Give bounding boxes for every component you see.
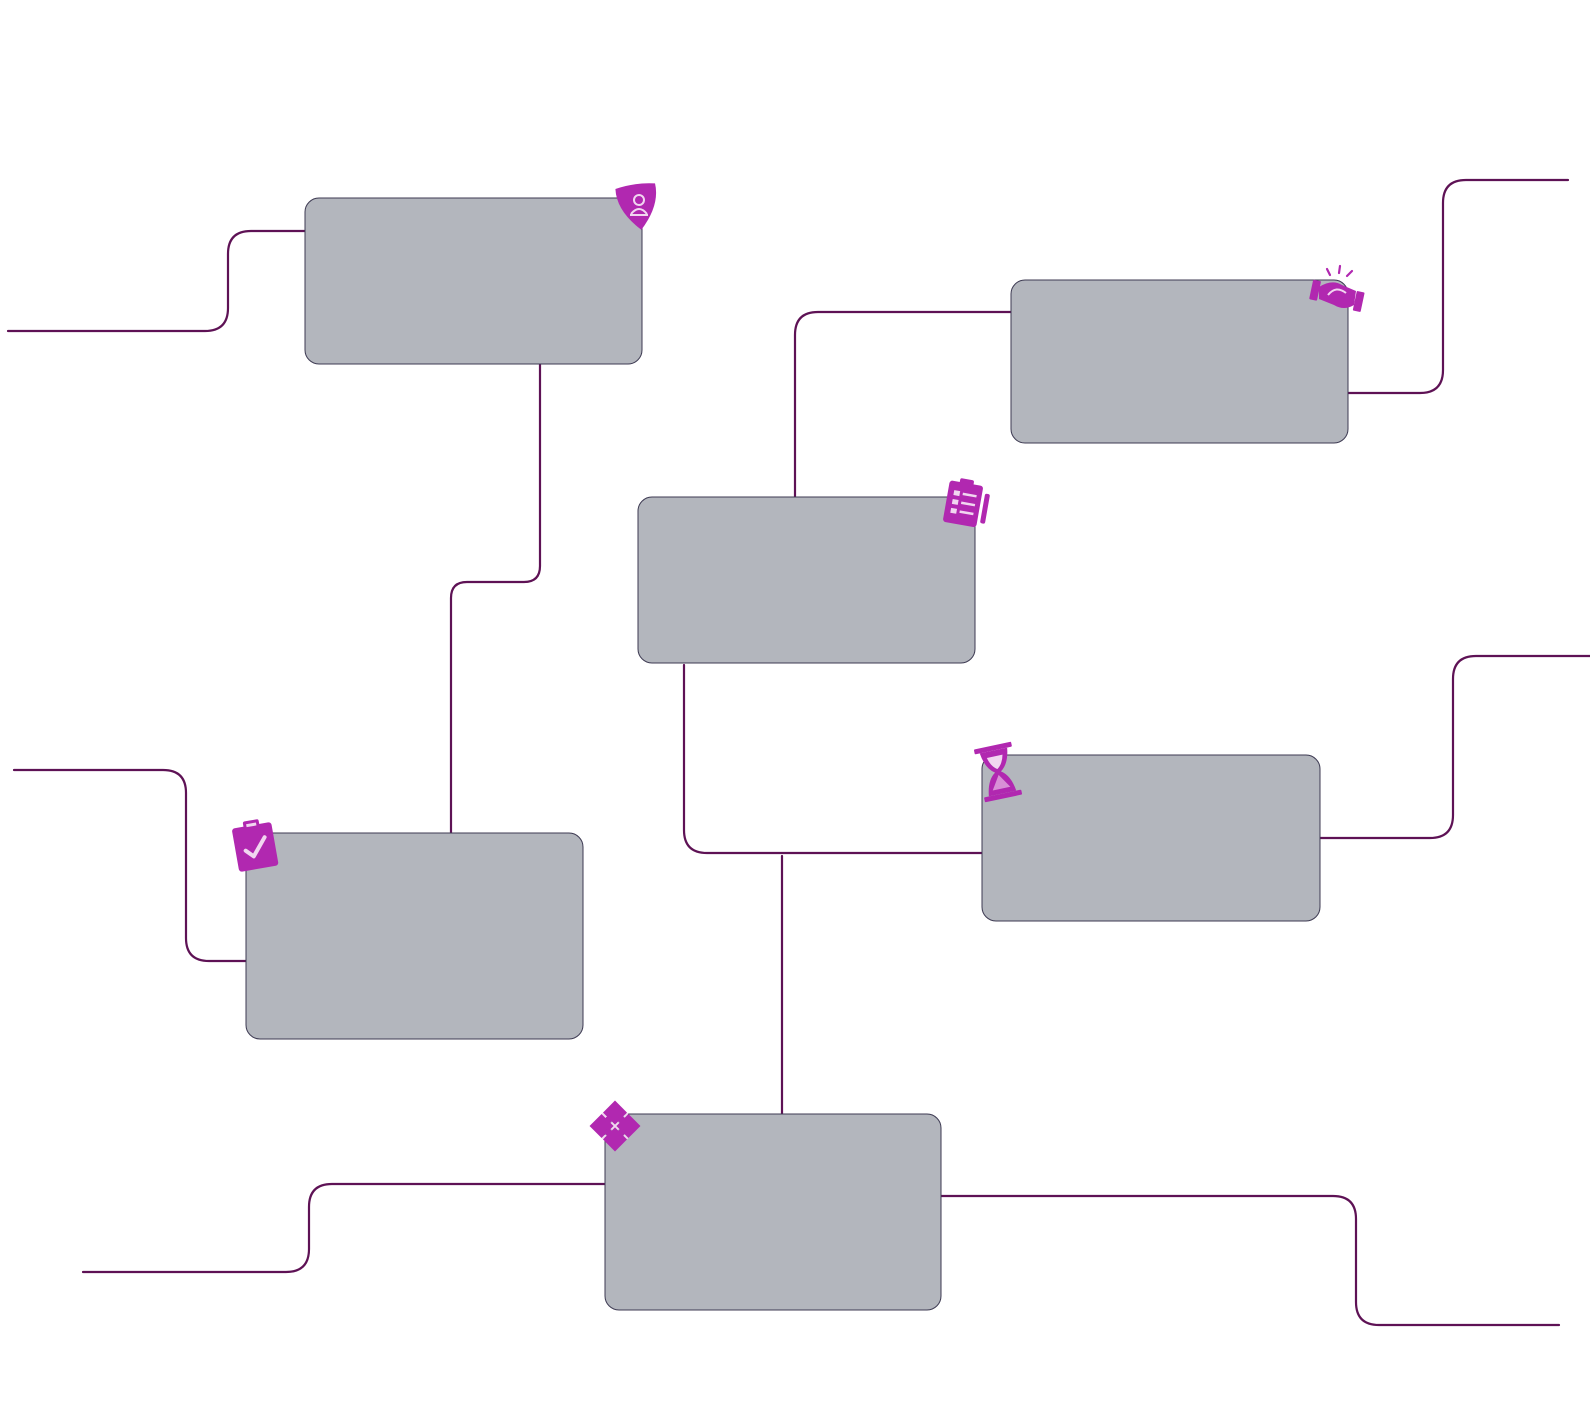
node-2[interactable] bbox=[1010, 279, 1349, 444]
node-3[interactable] bbox=[637, 496, 976, 664]
node-1[interactable] bbox=[304, 197, 643, 365]
node-2-box[interactable] bbox=[1010, 279, 1349, 444]
connector-node-3-to-node-5 bbox=[682, 663, 984, 855]
connector-left-to-node-1 bbox=[6, 229, 307, 333]
connectors bbox=[6, 178, 1590, 1327]
clipboard-check-icon bbox=[232, 819, 279, 872]
node-1-box[interactable] bbox=[304, 197, 643, 365]
connector-left-to-node-6 bbox=[81, 1182, 607, 1274]
connector-node-2-to-right bbox=[1345, 178, 1570, 395]
clipboard-list-icon bbox=[943, 478, 990, 527]
node-6-box[interactable] bbox=[604, 1113, 942, 1311]
connector-node-1-to-node-4 bbox=[449, 362, 542, 835]
node-4[interactable] bbox=[245, 832, 584, 1040]
shield-user-icon bbox=[615, 183, 657, 230]
connector-left-to-node-4 bbox=[12, 768, 248, 963]
handshake-icon bbox=[1309, 264, 1365, 312]
connector-node-2-to-node-3 bbox=[793, 310, 1013, 499]
hourglass-icon bbox=[973, 741, 1023, 803]
connector-node-6-to-right bbox=[939, 1194, 1561, 1327]
node-3-box[interactable] bbox=[637, 496, 976, 664]
node-5-box[interactable] bbox=[981, 754, 1321, 922]
connector-node-5-to-right bbox=[1318, 654, 1590, 840]
node-4-box[interactable] bbox=[245, 832, 584, 1040]
node-6[interactable] bbox=[604, 1113, 942, 1311]
node-5[interactable] bbox=[981, 754, 1321, 922]
